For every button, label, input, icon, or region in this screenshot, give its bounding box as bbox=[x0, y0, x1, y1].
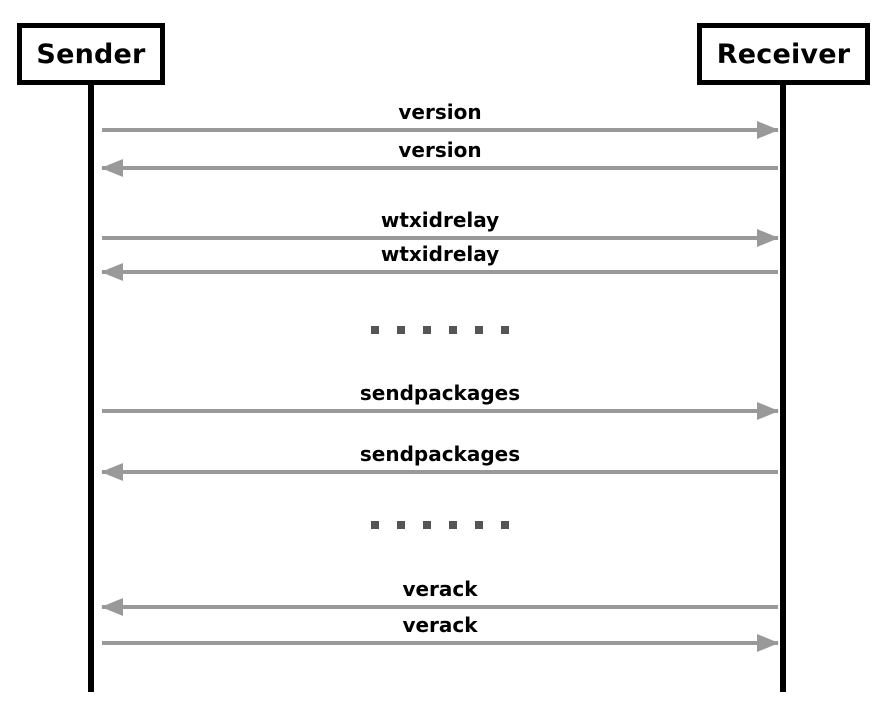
arrow-left-icon bbox=[101, 463, 123, 481]
message-line bbox=[102, 270, 778, 274]
ellipsis-dot bbox=[475, 326, 483, 334]
message-line bbox=[102, 128, 778, 132]
message-label: wtxidrelay bbox=[380, 242, 500, 266]
ellipsis-dot bbox=[501, 521, 509, 529]
ellipsis-dot bbox=[449, 326, 457, 334]
lifeline-receiver bbox=[780, 80, 786, 692]
arrow-right-icon bbox=[757, 121, 779, 139]
message-label: version bbox=[398, 138, 482, 162]
ellipsis-row-upper bbox=[102, 326, 778, 334]
arrow-right-icon bbox=[757, 634, 779, 652]
participant-label-receiver: Receiver bbox=[716, 38, 851, 70]
message-line bbox=[102, 470, 778, 474]
ellipsis-dot bbox=[501, 326, 509, 334]
arrow-right-icon bbox=[757, 402, 779, 420]
arrow-left-icon bbox=[101, 159, 123, 177]
ellipsis-dot bbox=[423, 521, 431, 529]
message-line bbox=[102, 409, 778, 413]
message-line bbox=[102, 605, 778, 609]
ellipsis-dot bbox=[449, 521, 457, 529]
lifeline-sender bbox=[88, 80, 94, 692]
message-line bbox=[102, 236, 778, 240]
ellipsis-dot bbox=[397, 521, 405, 529]
ellipsis-dot bbox=[371, 521, 379, 529]
arrow-right-icon bbox=[757, 229, 779, 247]
participant-label-sender: Sender bbox=[36, 38, 146, 70]
message-label: verack bbox=[402, 613, 478, 637]
ellipsis-dot bbox=[397, 326, 405, 334]
ellipsis-dot bbox=[371, 326, 379, 334]
participant-box-sender[interactable]: Sender bbox=[17, 23, 165, 85]
ellipsis-row-lower bbox=[102, 521, 778, 529]
message-label: wtxidrelay bbox=[380, 208, 500, 232]
message-label: version bbox=[398, 100, 482, 124]
arrow-left-icon bbox=[101, 263, 123, 281]
message-label: sendpackages bbox=[359, 442, 521, 466]
message-label: sendpackages bbox=[359, 381, 521, 405]
message-line bbox=[102, 641, 778, 645]
arrow-left-icon bbox=[101, 598, 123, 616]
message-label: verack bbox=[402, 577, 478, 601]
ellipsis-dot bbox=[475, 521, 483, 529]
message-line bbox=[102, 166, 778, 170]
participant-box-receiver[interactable]: Receiver bbox=[697, 23, 870, 85]
ellipsis-dot bbox=[423, 326, 431, 334]
